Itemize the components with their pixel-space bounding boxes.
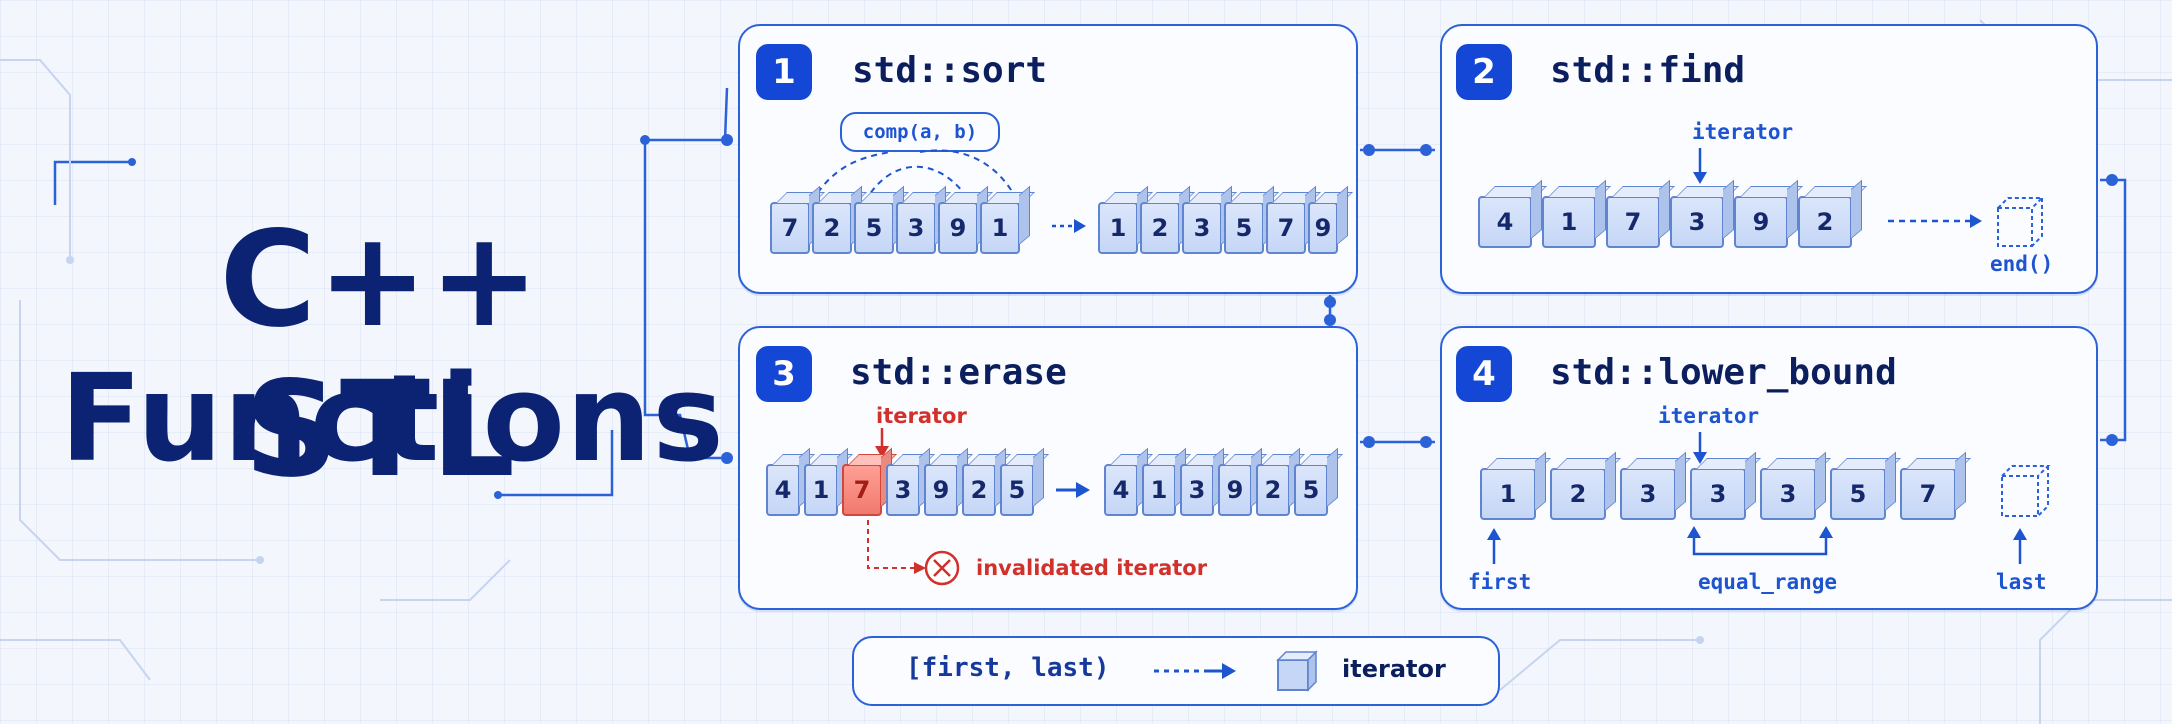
legend-cube-icon [1276,650,1318,692]
find-arrows [1693,148,2045,247]
array-cell: 2 [1256,464,1290,516]
array-cell: 2 [1140,202,1180,254]
array-cell: 7 [1266,202,1306,254]
panel-erase: 3 std::erase iterator 4 1 7 3 9 2 5 4 1 … [738,326,1358,610]
last-label: last [1996,570,2047,594]
panel-number-badge: 2 [1456,44,1512,100]
array-cell: 5 [1000,464,1034,516]
erased-cell: 7 [842,464,882,516]
array-cell: 3 [1670,196,1724,248]
function-name: std::sort [852,50,1048,91]
comparator-label: comp(a, b) [862,121,978,143]
array-cell: 1 [1542,196,1596,248]
array-cell: 4 [1478,196,1532,248]
array-cell: 1 [1480,468,1536,520]
lower-bound-arrows [1487,432,2051,564]
iterator-label: iterator [876,404,967,428]
array-cell: 1 [1142,464,1176,516]
invalidated-iterator-label: invalidated iterator [976,556,1208,580]
title-bracket-bottom [498,430,614,497]
panel-lower-bound: 4 std::lower_bound iterator 1 2 3 3 3 5 … [1440,326,2098,610]
iterator-label: iterator [1658,404,1760,428]
page-title-line2: Functions [60,350,725,489]
panel-number-badge: 1 [756,44,812,100]
array-cell: 3 [1180,464,1214,516]
array-cell: 3 [896,202,936,254]
array-cell: 3 [1760,468,1816,520]
array-cell: 9 [938,202,978,254]
array-cell: 2 [1550,468,1606,520]
array-cell: 3 [1690,468,1746,520]
array-cell: 5 [854,202,894,254]
panel-number-badge: 4 [1456,346,1512,402]
legend-graphics [1154,650,1318,692]
array-cell: 3 [1620,468,1676,520]
array-cell: 2 [962,464,996,516]
legend-range: [first, last) [906,653,1110,683]
page-title-line1: C++ STL [219,203,541,507]
array-cell: 1 [804,464,838,516]
array-cell: 1 [1098,202,1138,254]
array-cell: 5 [1294,464,1328,516]
array-cell: 2 [1798,196,1852,248]
array-cell: 2 [812,202,852,254]
array-cell: 5 [1224,202,1264,254]
legend-iterator-label: iterator [1342,655,1446,683]
array-cell: 9 [924,464,958,516]
title-bracket-top [53,160,132,205]
legend: [first, last) iterator [852,636,1500,706]
panel-number-badge: 3 [756,346,812,402]
function-name: std::erase [850,352,1067,393]
equal-range-label: equal_range [1698,570,1838,594]
array-cell: 9 [1308,202,1338,254]
array-cell: 9 [1734,196,1788,248]
array-cell: 4 [1104,464,1138,516]
array-cell: 5 [1830,468,1886,520]
panel-find: 2 std::find iterator 4 1 7 3 9 2 end() [1440,24,2098,294]
end-label: end() [1990,252,2054,276]
function-name: std::find [1550,50,1746,91]
function-name: std::lower_bound [1550,352,1897,393]
array-cell: 9 [1218,464,1252,516]
array-cell: 3 [1182,202,1222,254]
array-cell: 7 [1606,196,1660,248]
array-cell: 7 [770,202,810,254]
first-label: first [1468,570,1532,594]
array-cell: 3 [886,464,920,516]
erase-arrows [867,428,1090,586]
panel-sort: 1 std::sort comp(a, b) 7 2 5 3 9 1 1 2 3… [738,24,1358,294]
array-cell: 1 [980,202,1020,254]
array-cell: 7 [1900,468,1956,520]
iterator-label: iterator [1692,120,1794,144]
array-cell: 4 [766,464,800,516]
